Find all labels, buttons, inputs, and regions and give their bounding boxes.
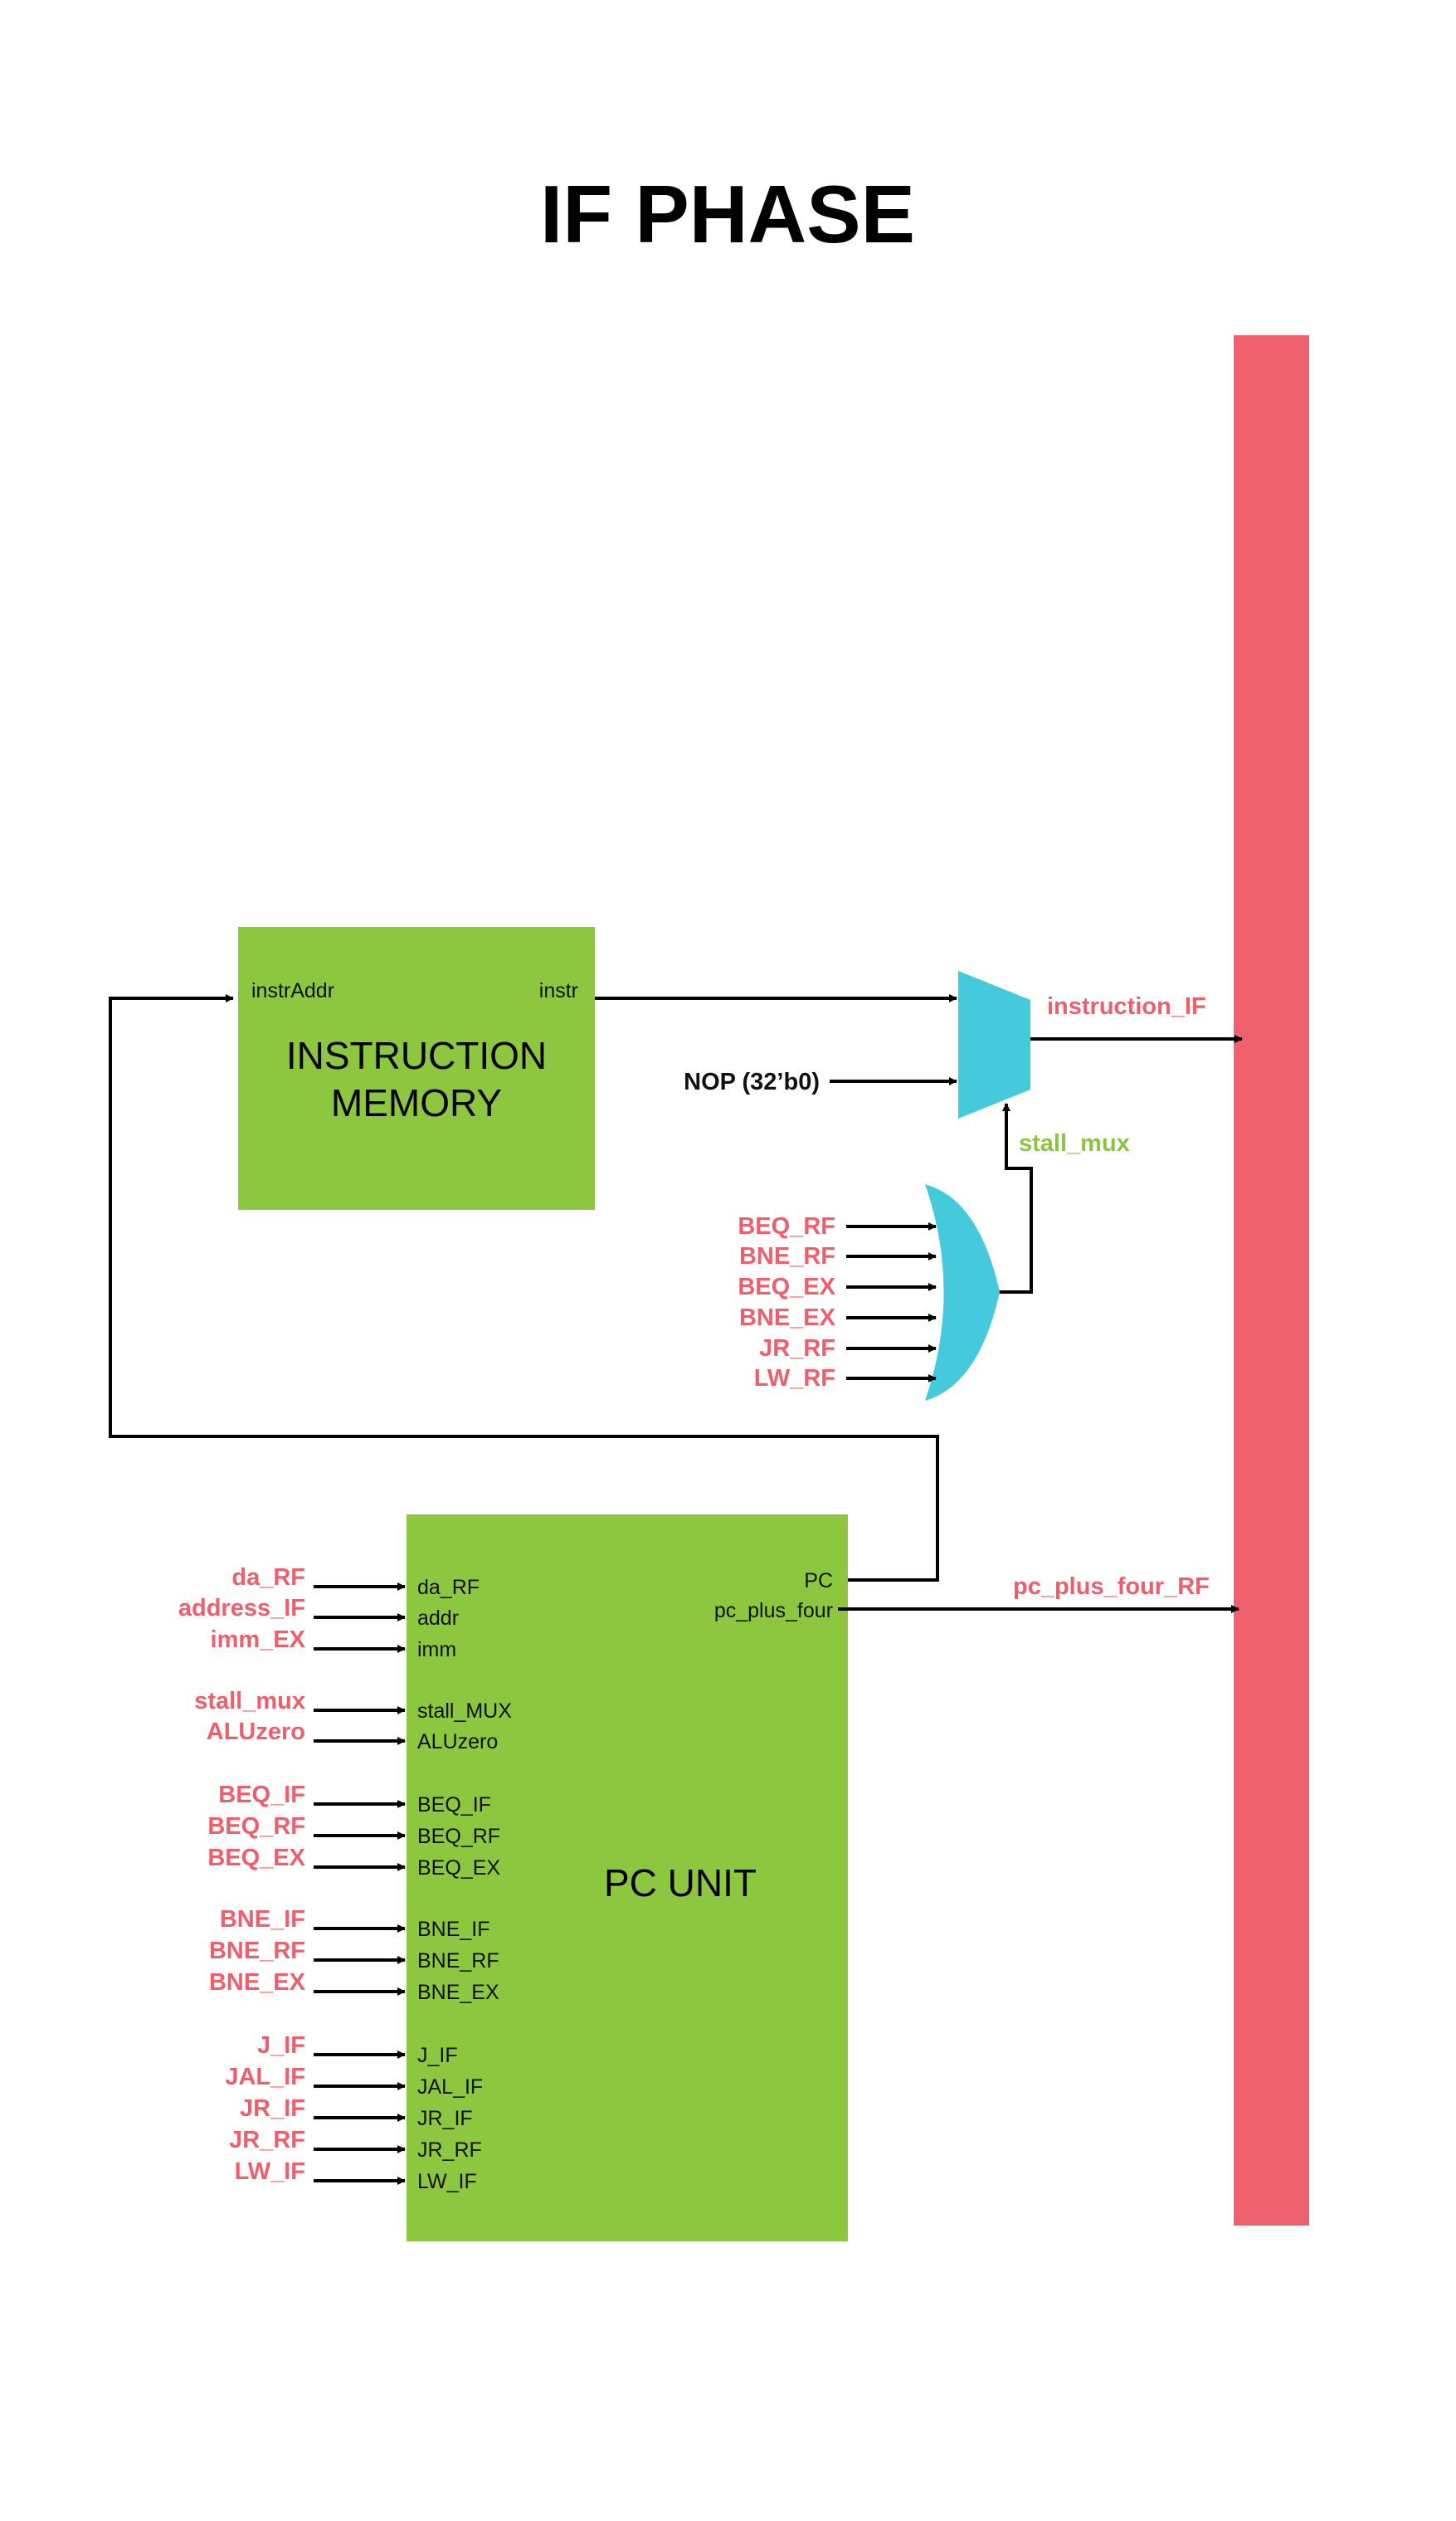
port-instr: instr <box>539 979 578 1002</box>
pc-input-signal-label: JR_IF <box>240 2095 305 2122</box>
pc-input-signal-label: BEQ_EX <box>207 1845 305 1871</box>
pc-input-port-label: ALUzero <box>417 1730 498 1753</box>
pc-input-port-label: BEQ_IF <box>417 1793 491 1816</box>
pc-input-signal-label: address_IF <box>178 1595 305 1621</box>
pc-input-port-label: imm <box>417 1638 456 1661</box>
port-instr-addr: instrAddr <box>251 979 334 1002</box>
pc-input-port-label: stall_MUX <box>417 1699 512 1723</box>
pc-input-signal-label: LW_IF <box>235 2158 305 2185</box>
pc-input-port-label: addr <box>417 1607 459 1630</box>
pc-unit-title: PC UNIT <box>604 1861 757 1904</box>
pc-input-signal-label: BNE_IF <box>220 1906 305 1933</box>
wire-pc-to-instr-addr <box>109 994 939 1582</box>
or-input-label: BEQ_EX <box>738 1274 835 1300</box>
instruction-memory-block: instrAddr instr INSTRUCTION MEMORY <box>238 927 595 1210</box>
pc-input-signal-label: BEQ_RF <box>207 1813 305 1840</box>
pc-input-signal-label: stall_mux <box>194 1688 305 1714</box>
pc-input-port-label: JAL_IF <box>417 2075 483 2099</box>
pc-input-signal-label: BNE_EX <box>209 1969 306 1996</box>
wire-stall-mux-select <box>998 1103 1033 1294</box>
label-pc-plus-four-rf: pc_plus_four_RF <box>1013 1573 1210 1600</box>
pc-input-port-label: J_IF <box>417 2044 458 2067</box>
pc-unit-box <box>407 1514 848 2241</box>
or-gate-inputs: BEQ_RF BNE_RF BEQ_EX BNE_EX JR_RF LW_RF <box>738 1213 937 1392</box>
diagram-title: IF PHASE <box>540 168 915 260</box>
pc-unit-block: PC UNIT PC pc_plus_four <box>407 1514 848 2241</box>
pc-input-port-label: BEQ_EX <box>417 1856 500 1880</box>
pc-input-port-label: JR_IF <box>417 2107 473 2130</box>
or-input-label: BEQ_RF <box>738 1213 835 1240</box>
pc-input-signal-label: ALUzero <box>207 1719 305 1745</box>
pc-input-port-label: LW_IF <box>417 2170 477 2193</box>
port-pc-plus-four: pc_plus_four <box>714 1599 833 1622</box>
or-input-label: BNE_RF <box>739 1243 835 1270</box>
or-input-label: BNE_EX <box>739 1304 836 1331</box>
instruction-memory-title-line2: MEMORY <box>331 1081 502 1124</box>
pc-input-signal-label: JAL_IF <box>225 2064 305 2090</box>
pc-input-port-label: JR_RF <box>417 2138 482 2162</box>
label-instruction-if: instruction_IF <box>1047 993 1206 1020</box>
pc-input-port-label: BEQ_RF <box>417 1825 500 1848</box>
or-input-label: JR_RF <box>759 1335 835 1362</box>
if-rf-pipeline-register <box>1234 335 1309 2226</box>
instruction-memory-title-line1: INSTRUCTION <box>286 1034 547 1077</box>
pc-input-signal-label: BEQ_IF <box>218 1782 305 1808</box>
or-gate <box>925 1184 1000 1401</box>
pc-unit-inputs: da_RF da_RF address_IF addr imm_EX imm stall_m… <box>178 1564 512 2193</box>
instruction-memory-box <box>238 927 595 1210</box>
label-stall-mux: stall_mux <box>1019 1130 1130 1157</box>
pc-input-port-label: BNE_EX <box>417 1981 499 2004</box>
pc-input-signal-label: J_IF <box>257 2032 305 2059</box>
pc-input-port-label: da_RF <box>417 1576 480 1599</box>
pc-input-port-label: BNE_RF <box>417 1949 499 1972</box>
or-input-label: LW_RF <box>754 1365 835 1392</box>
pc-input-signal-label: JR_RF <box>229 2127 305 2153</box>
pc-input-signal-label: da_RF <box>231 1564 305 1591</box>
port-pc: PC <box>804 1569 833 1592</box>
pc-input-port-label: BNE_IF <box>417 1918 490 1941</box>
pc-input-signal-label: BNE_RF <box>209 1938 305 1964</box>
label-nop: NOP (32’b0) <box>684 1069 820 1095</box>
stall-mux <box>958 971 1030 1119</box>
pc-input-signal-label: imm_EX <box>211 1626 306 1653</box>
